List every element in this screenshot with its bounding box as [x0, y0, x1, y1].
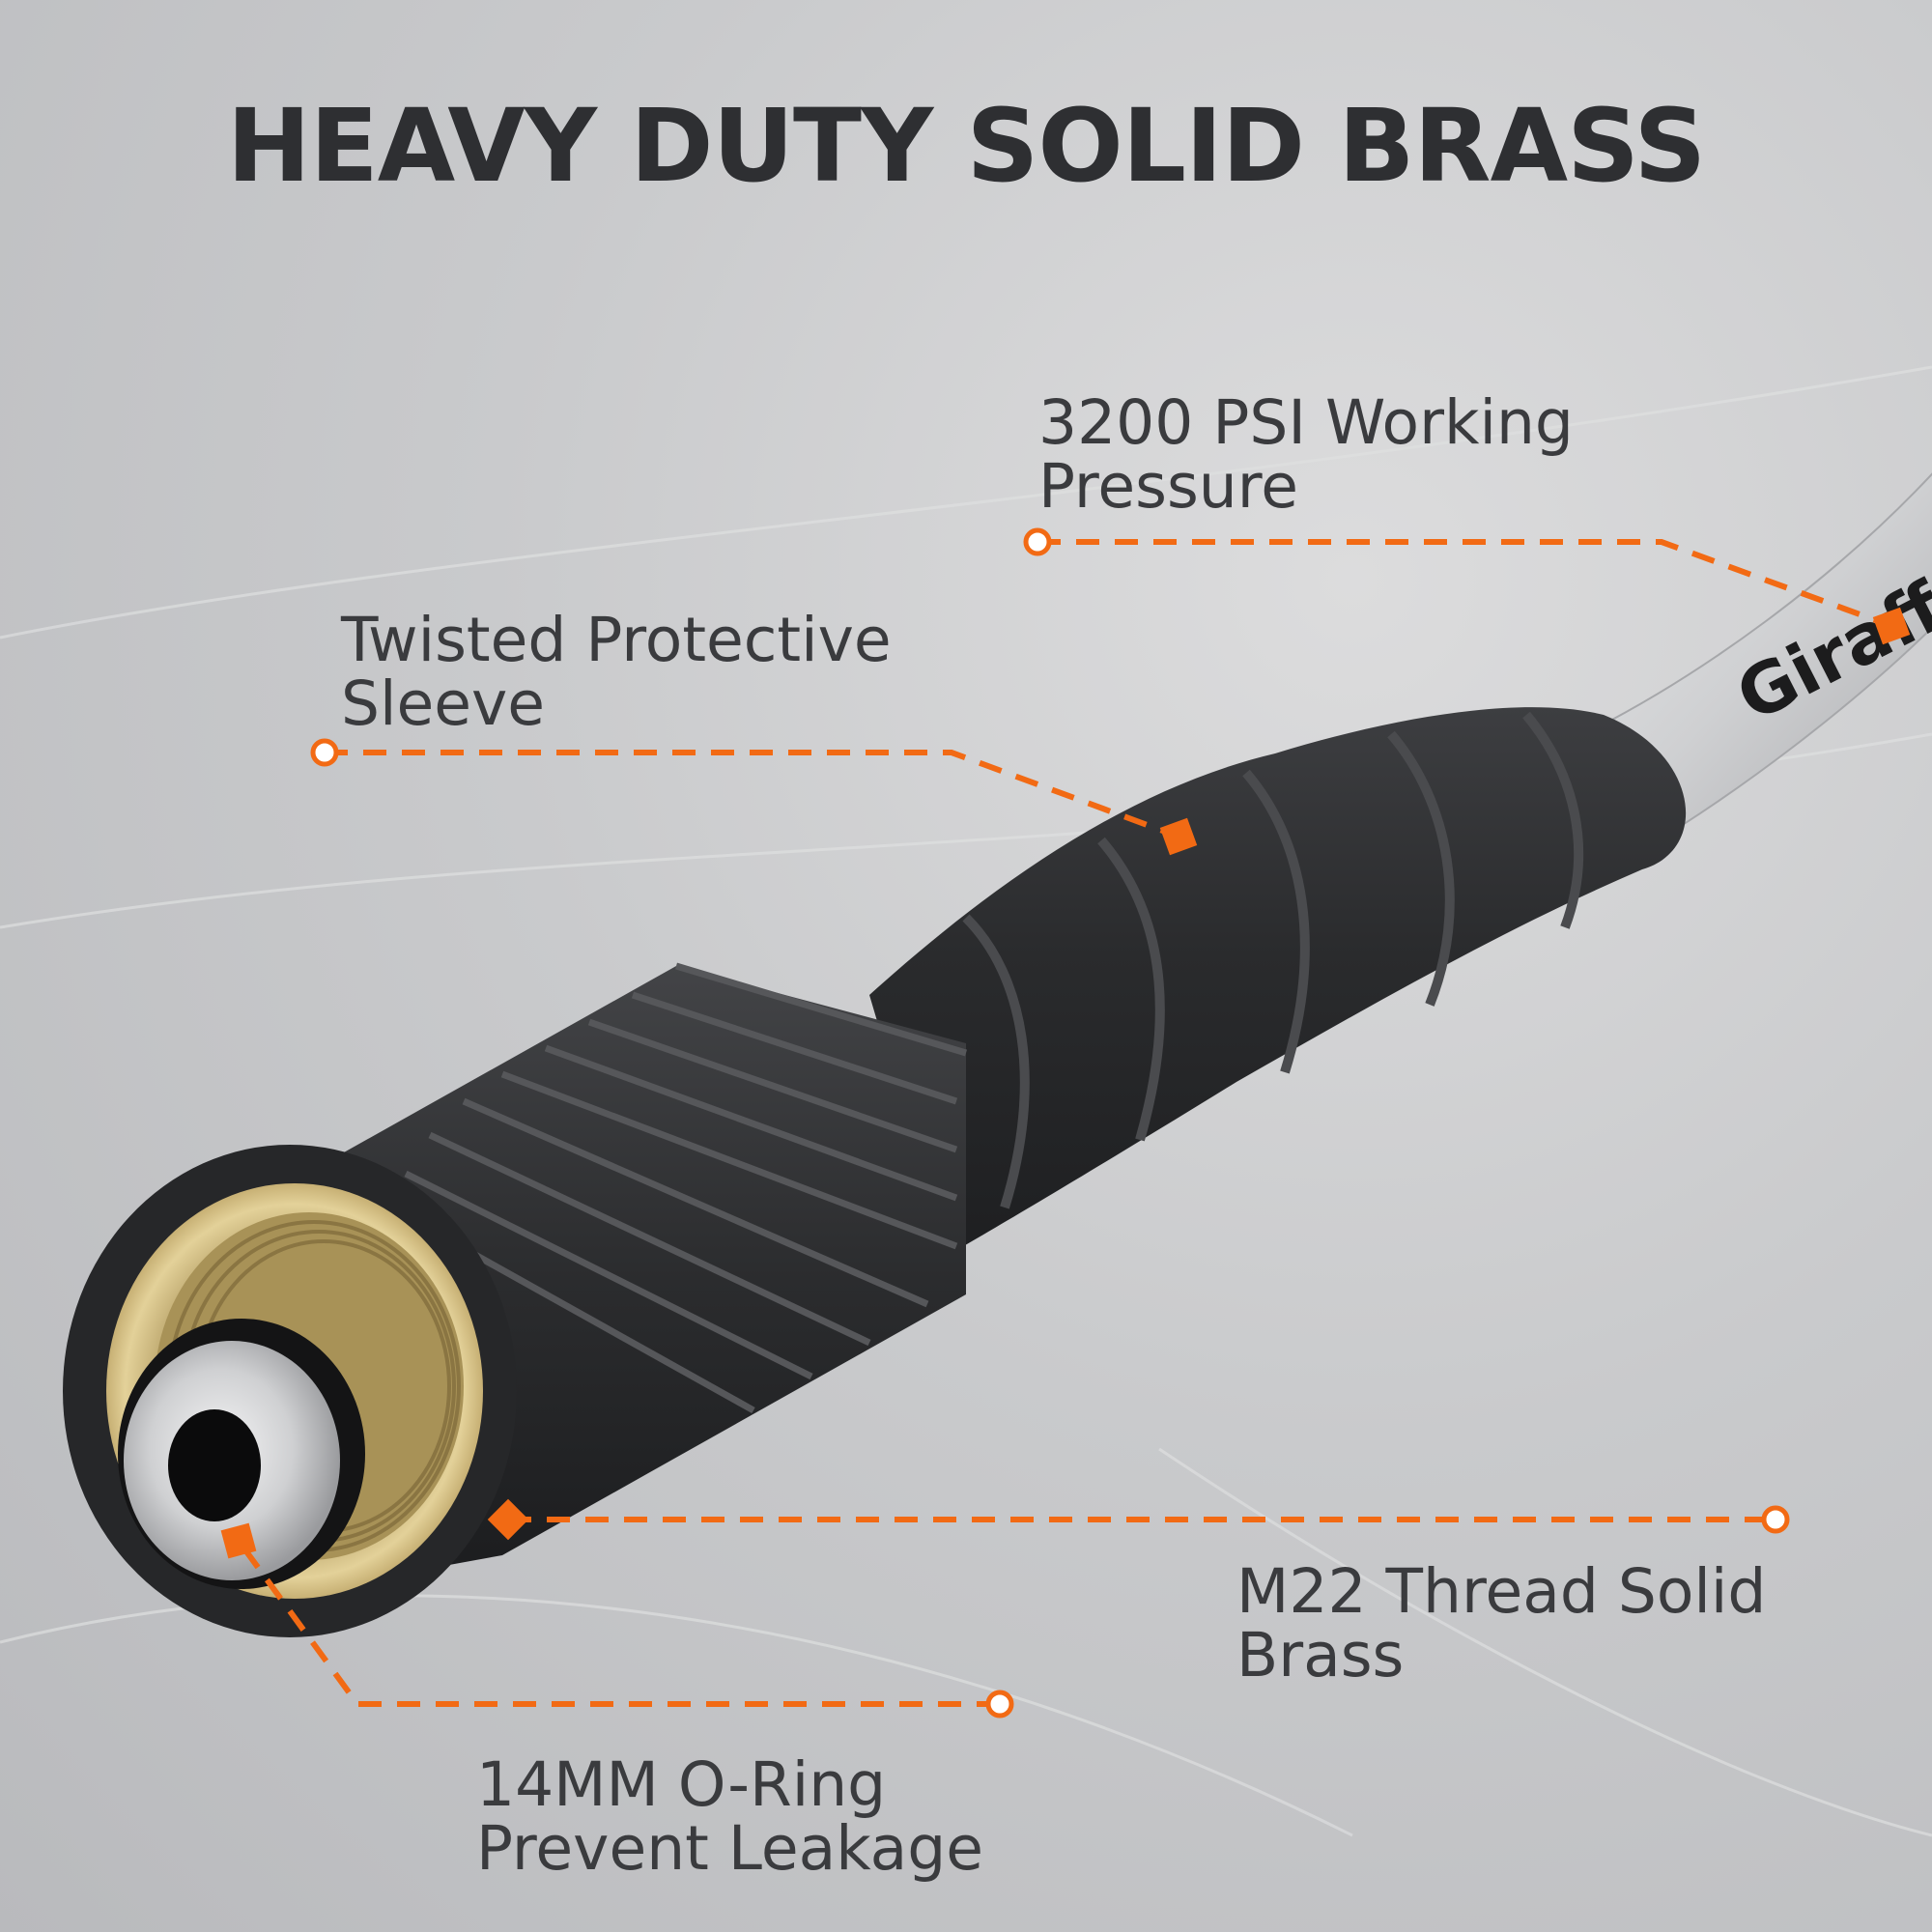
callout-text: 3200 PSI Working: [1038, 387, 1574, 458]
callout-text: Prevent Leakage: [476, 1813, 983, 1884]
callout-markers: [220, 527, 1911, 1719]
callout-text: 14MM O-Ring: [476, 1749, 887, 1820]
leader-line-psi: [1037, 539, 1893, 629]
marker-square-oring: [220, 1522, 257, 1559]
marker-circle-sleeve: [310, 738, 339, 767]
marker-circle-m22: [1761, 1505, 1790, 1534]
leader-line-sleeve: [325, 750, 1180, 839]
callout-text: M22 Thread Solid: [1236, 1556, 1767, 1627]
marker-circle-psi: [1023, 527, 1052, 556]
callout-text: Twisted Protective: [341, 605, 892, 675]
marker-diamond-m22: [487, 1498, 529, 1541]
leader-line-oring: [236, 1539, 1000, 1707]
callout-m22-thread: M22 Thread Solid Brass: [1236, 1560, 1766, 1688]
hose-body: [1582, 472, 1932, 852]
protective-sleeve: [869, 707, 1687, 1256]
page-title: HEAVY DUTY SOLID BRASS: [226, 87, 1707, 205]
callout-text: Brass: [1236, 1620, 1405, 1690]
callout-o-ring: 14MM O-Ring Prevent Leakage: [476, 1753, 983, 1881]
callout-text: Sleeve: [341, 668, 546, 739]
o-ring-stem: [118, 1319, 365, 1589]
marker-square-sleeve: [1159, 817, 1198, 856]
callout-protective-sleeve: Twisted Protective Sleeve: [341, 609, 892, 736]
marker-circle-oring: [985, 1690, 1014, 1719]
leader-lines: [236, 539, 1893, 1707]
marker-square-psi: [1872, 607, 1911, 645]
callout-working-pressure: 3200 PSI Working Pressure: [1038, 391, 1574, 519]
callout-text: Pressure: [1038, 451, 1299, 522]
